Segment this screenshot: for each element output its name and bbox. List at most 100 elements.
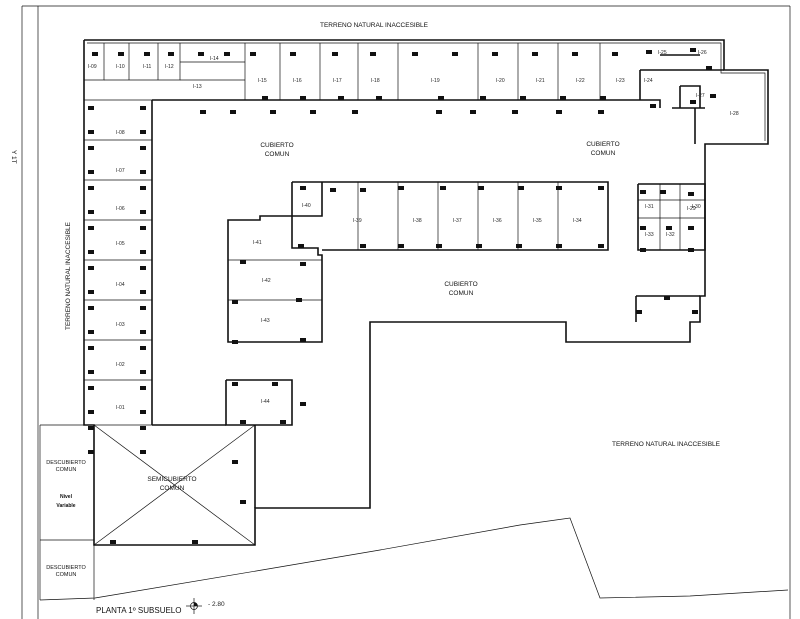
terrain-label-left: TERRENO NATURAL INACCESIBLE [65,221,72,330]
fixture-block [140,450,146,454]
unit-label: I-16 [293,78,302,84]
fixture-block [250,52,256,56]
fixture-block [664,296,670,300]
unit-label: I-06 [116,206,125,212]
unit-label: I-20 [496,78,505,84]
plan-title: PLANTA 1º SUBSUELO [96,606,181,615]
unit-label: I-04 [116,282,125,288]
fixture-block [240,500,246,504]
fixture-block [298,244,304,248]
unit-label: I-34 [573,218,582,224]
unit-label: I-14 [210,56,219,62]
unit-label: I-13 [193,84,202,90]
unit-label: I-44 [261,399,270,405]
fixture-block [88,130,94,134]
fixture-block [140,330,146,334]
fixture-block [688,226,694,230]
fixture-block [88,330,94,334]
fixture-block [640,226,646,230]
fixture-block [198,52,204,56]
area-descubierto-1-l1: DESCUBIERTO [46,460,86,466]
fixture-block [512,110,518,114]
partitions [84,43,601,381]
fixture-block [516,244,522,248]
unit-label: I-19 [431,78,440,84]
unit-label: I-42 [262,278,271,284]
fixture-block [360,244,366,248]
fixture-block [88,290,94,294]
terrain-label-right: TERRENO NATURAL INACCESIBLE [612,441,721,448]
fixture-block [352,110,358,114]
fixture-block [470,110,476,114]
fixture-block [398,244,404,248]
fixture-block [224,52,230,56]
fixture-block [310,110,316,114]
fixture-block [692,310,698,314]
fixture-block [412,52,418,56]
unit-label: I-26 [698,50,707,56]
fixture-block [360,188,366,192]
fixture-block [140,130,146,134]
fixture-block [296,298,302,302]
fixture-block [300,96,306,100]
fixture-block [140,410,146,414]
unit-label: I-32 [666,232,675,238]
fixture-block [338,96,344,100]
unit-label: I-01 [116,405,125,411]
unit-label: I-07 [116,168,125,174]
unit-label: I-30 [692,204,701,210]
unit-label: I-40 [302,203,311,209]
area-nivel-l2: Variable [56,503,75,509]
street-label: Y 1T [10,150,17,164]
unit-label: I-11 [143,64,151,70]
unit-label: I-39 [353,218,362,224]
fixture-block [398,186,404,190]
fixture-block [556,110,562,114]
unit-label: I-10 [116,64,125,70]
building-walls [83,39,769,546]
fixture-block [666,226,672,230]
area-cubierto-2-l1: CUBIERTO [586,141,619,148]
labels: TERRENO NATURAL INACCESIBLE TERRENO NATU… [10,22,721,615]
unit-label: I-08 [116,130,125,136]
unit-label: I-27 [696,93,705,99]
fixture-block [480,96,486,100]
unit-label: I-29 [687,206,696,212]
fixture-block [92,52,98,56]
unit-label: I-24 [644,78,653,84]
unit-label: I-15 [258,78,267,84]
fixture-block [476,244,482,248]
fixture-block [88,370,94,374]
area-descubierto-1-l2: COMUN [56,467,77,473]
unit-label: I-37 [453,218,462,224]
fixture-block [88,210,94,214]
fixture-block [270,110,276,114]
unit-label: I-22 [576,78,585,84]
fixture-block [300,262,306,266]
fixture-block [710,94,716,98]
area-nivel-l1: Nivel [60,494,73,500]
fixture-block [636,310,642,314]
fixtures [88,48,716,544]
fixture-block [140,346,146,350]
fixture-block [646,50,652,54]
area-semicubierto-l1: SEMICUBIERTO [147,476,196,483]
fixture-block [200,110,206,114]
fixture-block [706,66,712,70]
unit-label: I-17 [333,78,342,84]
fixture-block [232,382,238,386]
fixture-block [88,410,94,414]
fixture-block [88,106,94,110]
area-descubierto-2-l1: DESCUBIERTO [46,565,86,571]
unit-label: I-31 [645,204,654,210]
semicubierto-roof [39,424,256,600]
fixture-block [332,52,338,56]
fixture-block [240,420,246,424]
fixture-block [598,186,604,190]
area-cubierto-1-l1: CUBIERTO [260,142,293,149]
fixture-block [88,250,94,254]
fixture-block [140,426,146,430]
fixture-block [140,226,146,230]
area-cubierto-3-l2: COMUN [449,290,474,297]
